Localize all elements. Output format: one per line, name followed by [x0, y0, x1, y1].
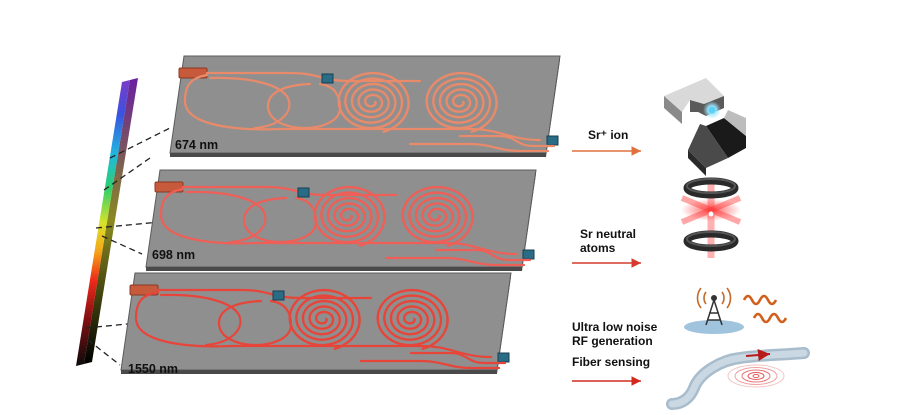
atom-trap-icon: [680, 177, 742, 258]
app-label-sr-neutral: Sr neutral atoms: [580, 227, 639, 255]
chip-1550: [120, 272, 512, 374]
app-label-sr-ion: Sr⁺ ion: [588, 128, 628, 142]
spectrum-bar: [76, 78, 138, 366]
chip-674: [169, 55, 561, 157]
wavelength-label-1550: 1550 nm: [128, 362, 178, 376]
wavelength-label-674: 674 nm: [175, 138, 218, 152]
app-label-rf: Ultra low noise RF generation: [572, 320, 661, 348]
app-label-fiber: Fiber sensing: [572, 355, 650, 369]
rf-antenna-icon: [684, 287, 788, 334]
fiber-sensing-icon: [666, 347, 810, 410]
wavelength-label-698: 698 nm: [152, 248, 195, 262]
application-arrows: [572, 146, 641, 386]
chip-698: [145, 169, 537, 271]
ion-trap-icon: [664, 78, 746, 176]
